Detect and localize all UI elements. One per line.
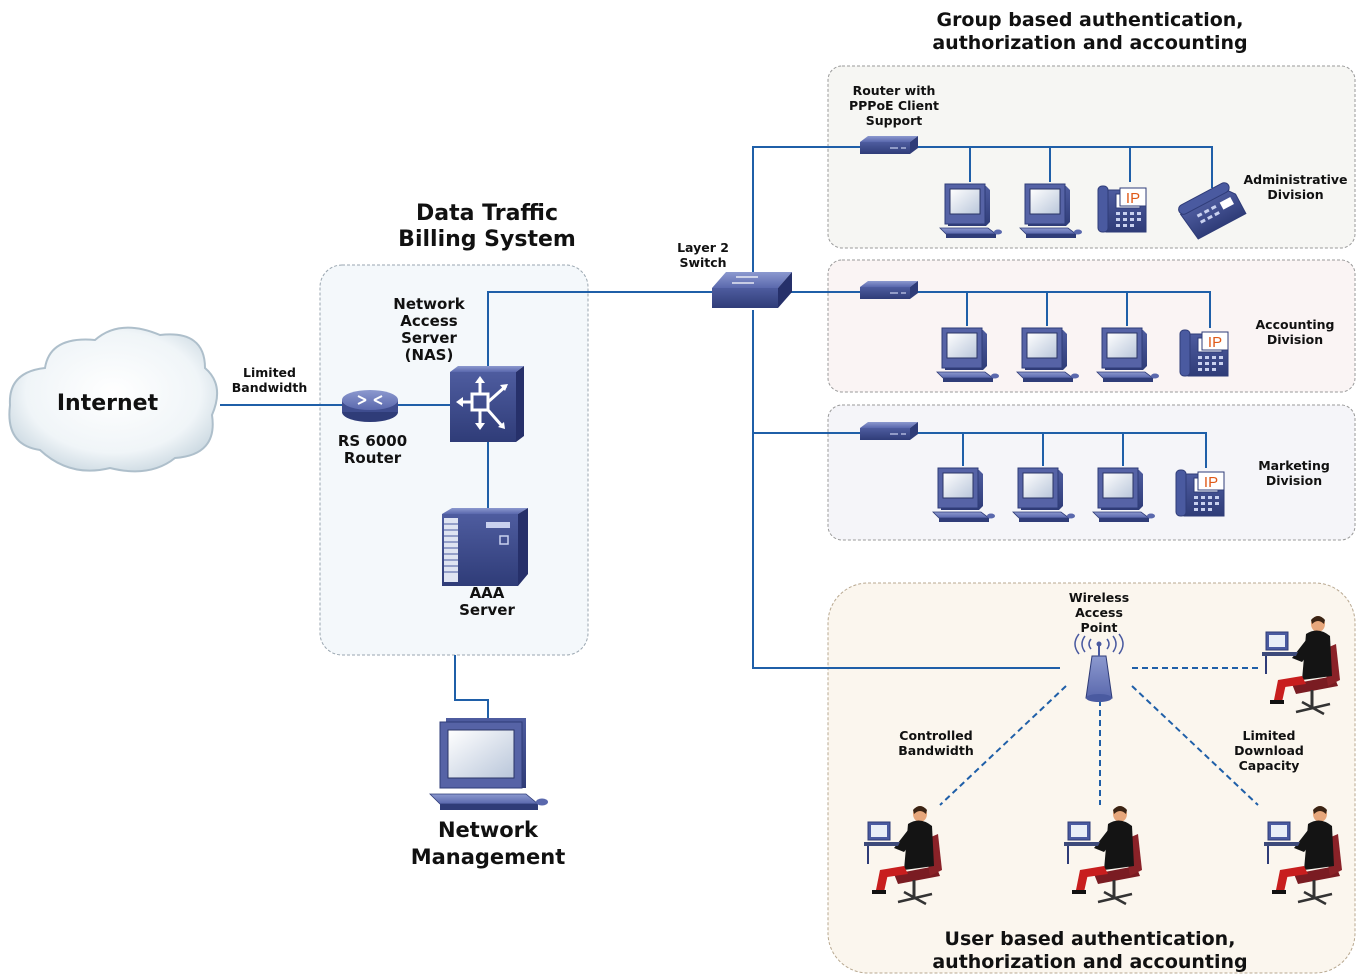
admin-bus bbox=[918, 146, 1213, 188]
network-links bbox=[220, 146, 1213, 720]
admin-desk-phone-icon bbox=[1178, 182, 1247, 240]
router-icon bbox=[342, 390, 398, 422]
switch-admin-link bbox=[752, 146, 860, 280]
marketing-router-icon bbox=[859, 421, 919, 441]
network-management-label: Network Management bbox=[410, 818, 566, 869]
user-aaa-title: User based authentication, authorization… bbox=[932, 928, 1248, 973]
ip-badge-text: IP bbox=[1126, 190, 1140, 207]
limited-download-capacity-label: Limited Download Capacity bbox=[1234, 728, 1304, 773]
wireless-access-point-label: Wireless Access Point bbox=[1068, 590, 1130, 635]
aaa-management-link bbox=[454, 655, 489, 720]
nas-switch-link bbox=[487, 291, 716, 366]
group-aaa-title: Group based authentication, authorizatio… bbox=[932, 9, 1248, 54]
accounting-bus bbox=[918, 291, 1211, 328]
internet-label: Internet bbox=[56, 391, 159, 416]
admin-router-icon bbox=[859, 135, 919, 155]
marketing-bus bbox=[918, 432, 1207, 468]
router-label: RS 6000 Router bbox=[337, 432, 408, 467]
aaa-server-icon bbox=[442, 508, 528, 586]
nas-icon bbox=[450, 366, 524, 442]
ip-badge-marketing: IP bbox=[1197, 471, 1225, 491]
nas-label: Network Access Server (NAS) bbox=[393, 295, 465, 364]
layer2-switch-label: Layer 2 Switch bbox=[677, 240, 729, 270]
limited-bandwidth-label: Limited Bandwidth bbox=[231, 365, 308, 395]
internet-cloud-icon bbox=[8, 326, 219, 473]
network-management-pc-icon bbox=[429, 718, 548, 810]
billing-system-title: Data Traffic Billing System bbox=[398, 201, 576, 252]
user-aaa-panel bbox=[827, 582, 1356, 974]
ip-badge-text: IP bbox=[1204, 474, 1218, 491]
aaa-server-label: AAA Server bbox=[459, 584, 515, 619]
marketing-division-label: Marketing Division bbox=[1258, 458, 1330, 488]
wireless-link-left bbox=[939, 685, 1067, 806]
layer2-switch-icon bbox=[712, 272, 792, 308]
wireless-access-point-icon bbox=[1074, 633, 1124, 702]
wireless-links bbox=[939, 667, 1259, 806]
ip-badge-accounting: IP bbox=[1201, 331, 1229, 351]
administrative-division-label: Administrative Division bbox=[1243, 172, 1348, 202]
accounting-router-icon bbox=[859, 280, 919, 300]
controlled-bandwidth-label: Controlled Bandwidth bbox=[898, 728, 974, 758]
wireless-link-right bbox=[1131, 685, 1259, 806]
switch-wireless-link bbox=[752, 310, 1060, 669]
pppoe-router-label: Router with PPPoE Client Support bbox=[848, 83, 940, 128]
ip-badge-text: IP bbox=[1208, 334, 1222, 351]
accounting-division-label: Accounting Division bbox=[1255, 317, 1335, 347]
ip-badge-admin: IP bbox=[1119, 187, 1147, 207]
